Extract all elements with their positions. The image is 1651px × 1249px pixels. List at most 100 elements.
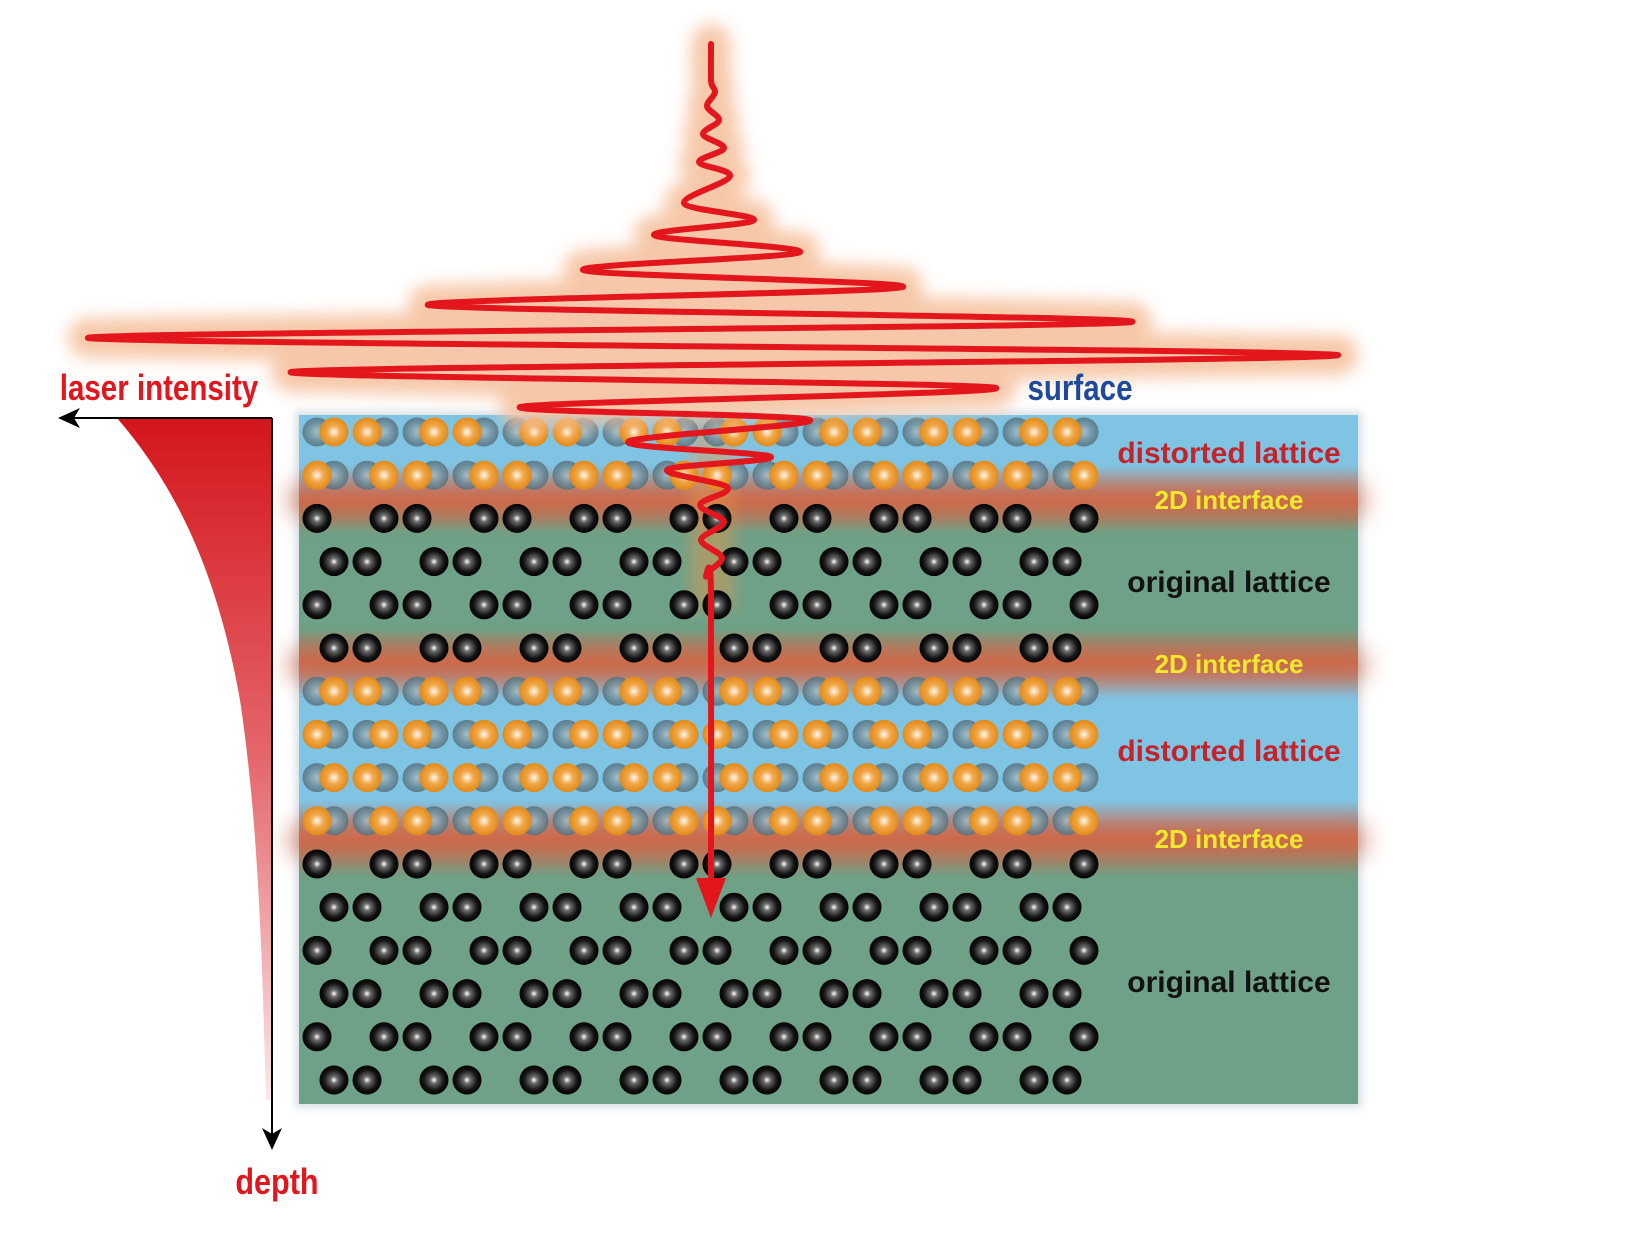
black-atom — [452, 547, 482, 577]
black-atom — [919, 892, 949, 922]
orange-atom — [402, 806, 432, 836]
black-atom — [519, 547, 549, 577]
black-atom — [519, 1065, 549, 1095]
orange-atom — [869, 460, 899, 490]
orange-atom — [819, 763, 849, 793]
black-atom — [419, 979, 449, 1009]
black-atom — [402, 849, 432, 879]
black-atom — [619, 1065, 649, 1095]
black-atom — [669, 935, 699, 965]
black-atom — [452, 892, 482, 922]
black-atom — [569, 935, 599, 965]
black-atom — [352, 633, 382, 663]
black-atom — [819, 547, 849, 577]
orange-atom — [352, 417, 382, 447]
black-atom — [569, 590, 599, 620]
orange-atom — [1069, 719, 1099, 749]
black-atom — [869, 849, 899, 879]
black-atom — [819, 892, 849, 922]
black-atom — [652, 892, 682, 922]
black-atom — [369, 1022, 399, 1052]
orange-atom — [402, 719, 432, 749]
black-atom — [969, 935, 999, 965]
black-atom — [419, 633, 449, 663]
black-atom — [469, 503, 499, 533]
black-atom — [502, 935, 532, 965]
black-atom — [419, 892, 449, 922]
orange-atom — [452, 676, 482, 706]
black-atom — [669, 590, 699, 620]
black-atom — [752, 547, 782, 577]
orange-atom — [1052, 676, 1082, 706]
black-atom — [452, 1065, 482, 1095]
orange-atom — [719, 763, 749, 793]
black-atom — [1069, 849, 1099, 879]
black-atom — [469, 849, 499, 879]
black-atom — [752, 633, 782, 663]
black-atom — [652, 547, 682, 577]
black-atom — [502, 1022, 532, 1052]
layer-label-original-lattice: original lattice — [1127, 566, 1330, 599]
black-atom — [1002, 935, 1032, 965]
black-atom — [819, 633, 849, 663]
orange-atom — [302, 460, 332, 490]
black-atom — [1052, 892, 1082, 922]
black-atom — [1069, 935, 1099, 965]
black-atom — [402, 503, 432, 533]
black-atom — [552, 1065, 582, 1095]
black-atom — [952, 547, 982, 577]
orange-atom — [569, 806, 599, 836]
orange-atom — [569, 460, 599, 490]
black-atom — [1002, 1022, 1032, 1052]
orange-atom — [402, 460, 432, 490]
laser-intensity-label: laser intensity — [60, 367, 259, 407]
depth-label: depth — [235, 1163, 318, 1203]
orange-atom — [602, 460, 632, 490]
black-atom — [352, 547, 382, 577]
black-atom — [302, 503, 332, 533]
black-atom — [602, 935, 632, 965]
black-atom — [669, 849, 699, 879]
orange-atom — [302, 806, 332, 836]
black-atom — [969, 503, 999, 533]
orange-atom — [319, 676, 349, 706]
black-atom — [702, 1022, 732, 1052]
black-atom — [519, 633, 549, 663]
layer-label-original-lattice: original lattice — [1127, 966, 1330, 999]
black-atom — [702, 590, 732, 620]
black-atom — [1069, 590, 1099, 620]
black-atom — [619, 979, 649, 1009]
orange-atom — [302, 719, 332, 749]
black-atom — [852, 547, 882, 577]
black-atom — [369, 849, 399, 879]
black-atom — [1052, 979, 1082, 1009]
orange-atom — [419, 417, 449, 447]
black-atom — [602, 503, 632, 533]
orange-atom — [969, 460, 999, 490]
black-atom — [769, 503, 799, 533]
layer-label-distorted-lattice: distorted lattice — [1117, 437, 1340, 470]
orange-atom — [1002, 460, 1032, 490]
black-atom — [319, 979, 349, 1009]
orange-atom — [902, 460, 932, 490]
orange-atom — [852, 417, 882, 447]
black-atom — [769, 849, 799, 879]
orange-atom — [819, 417, 849, 447]
black-atom — [369, 935, 399, 965]
black-atom — [819, 979, 849, 1009]
orange-atom — [369, 719, 399, 749]
orange-atom — [519, 763, 549, 793]
orange-atom — [469, 719, 499, 749]
black-atom — [502, 590, 532, 620]
lattice-block — [290, 411, 1365, 1108]
layer-label-distorted-lattice: distorted lattice — [1117, 735, 1340, 768]
orange-atom — [352, 676, 382, 706]
orange-atom — [369, 460, 399, 490]
black-atom — [319, 892, 349, 922]
black-atom — [719, 892, 749, 922]
black-atom — [319, 547, 349, 577]
black-atom — [802, 935, 832, 965]
black-atom — [952, 892, 982, 922]
orange-atom — [602, 806, 632, 836]
black-atom — [869, 503, 899, 533]
